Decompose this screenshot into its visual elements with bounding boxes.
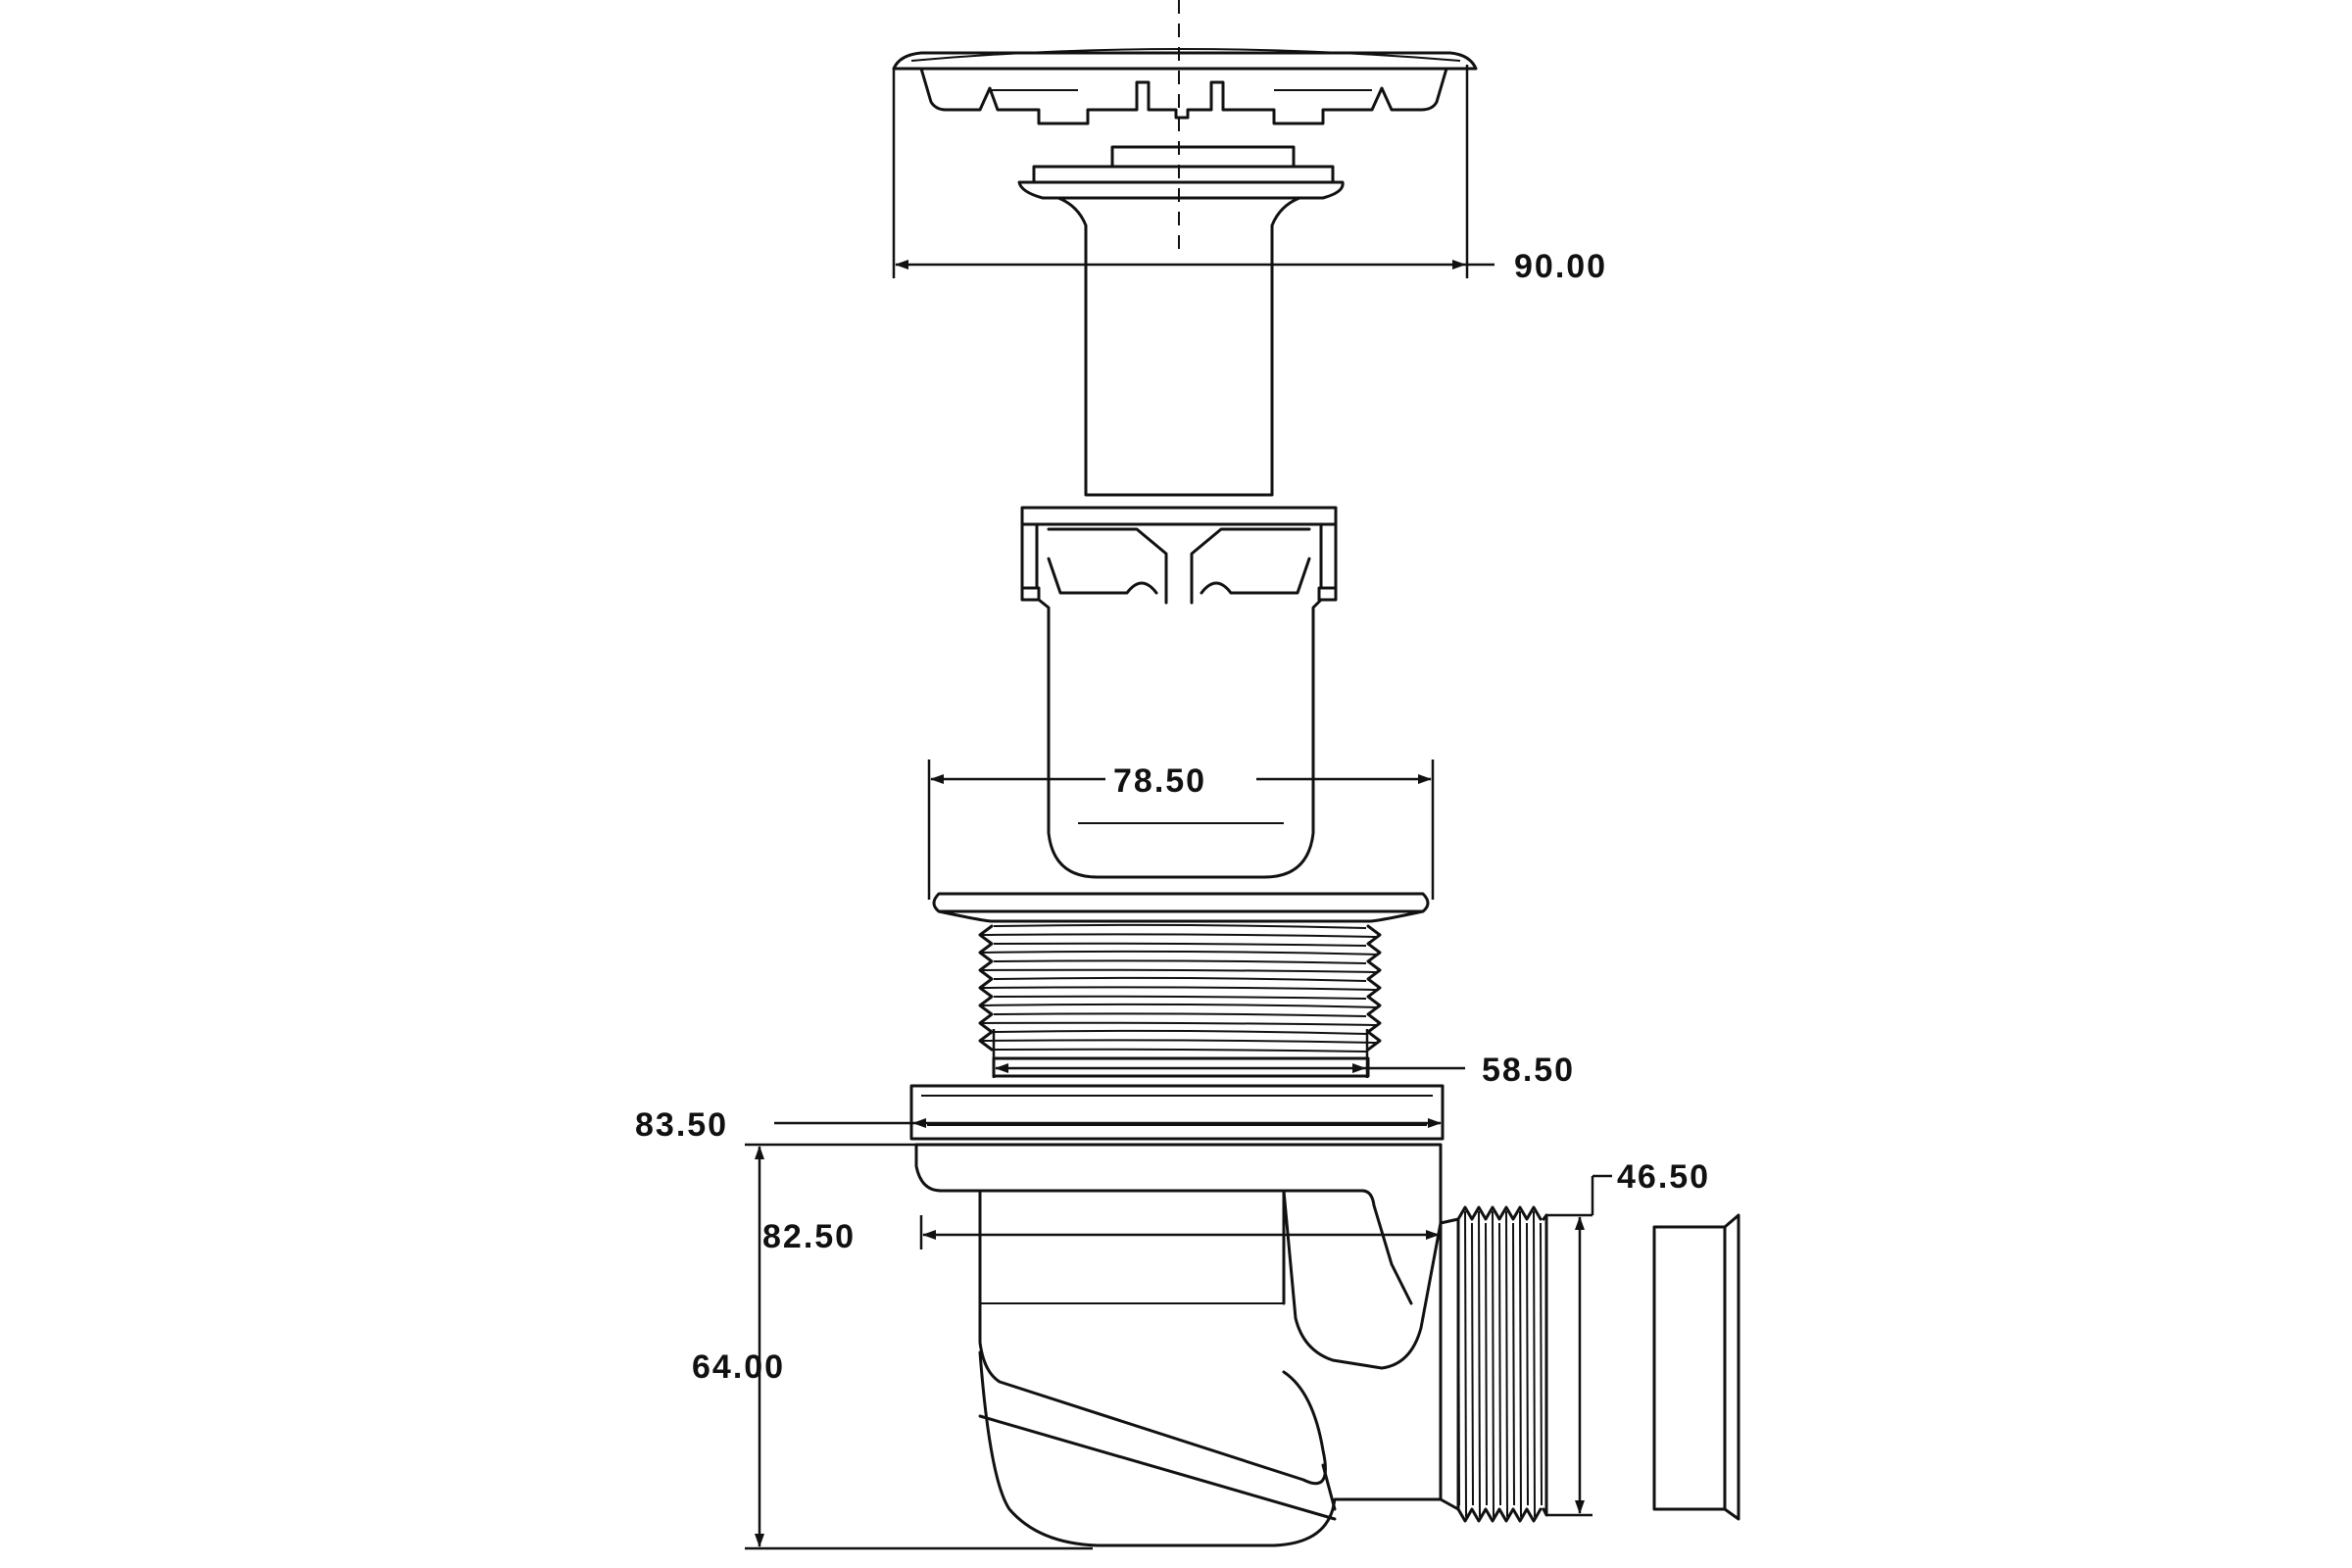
dim-label-outlet-diameter: 46.50 — [1617, 1158, 1710, 1196]
trap-body — [914, 1143, 1443, 1547]
dim-label-cap-diameter: 90.00 — [1514, 248, 1607, 285]
dim-body-flange-width: 83.50 — [635, 1106, 1442, 1144]
outlet-spigot — [1652, 1213, 1740, 1521]
threaded-body — [978, 923, 1382, 1078]
strainer-basket — [1020, 506, 1338, 879]
dim-label-body-flange-width: 83.50 — [635, 1106, 728, 1144]
body-flange — [909, 1084, 1445, 1141]
dim-body-height: 64.00 — [692, 1143, 1439, 1550]
drain-stem — [1056, 196, 1301, 497]
waste-flange — [932, 892, 1430, 923]
dim-label-body-width: 82.50 — [762, 1218, 856, 1255]
dim-label-flange-width: 78.50 — [1113, 762, 1206, 800]
dim-cap-diameter: 90.00 — [892, 65, 1607, 285]
dim-label-thread-width: 58.50 — [1482, 1052, 1575, 1089]
drain-cap — [892, 48, 1478, 200]
dim-outlet-diameter: 46.50 — [1546, 1158, 1710, 1517]
dim-flange-width: 78.50 — [927, 760, 1435, 900]
outlet-thread — [1439, 1205, 1548, 1523]
dim-body-width: 82.50 — [762, 1215, 1440, 1255]
dim-label-body-height: 64.00 — [692, 1348, 785, 1386]
dim-thread-width: 58.50 — [992, 1029, 1575, 1089]
